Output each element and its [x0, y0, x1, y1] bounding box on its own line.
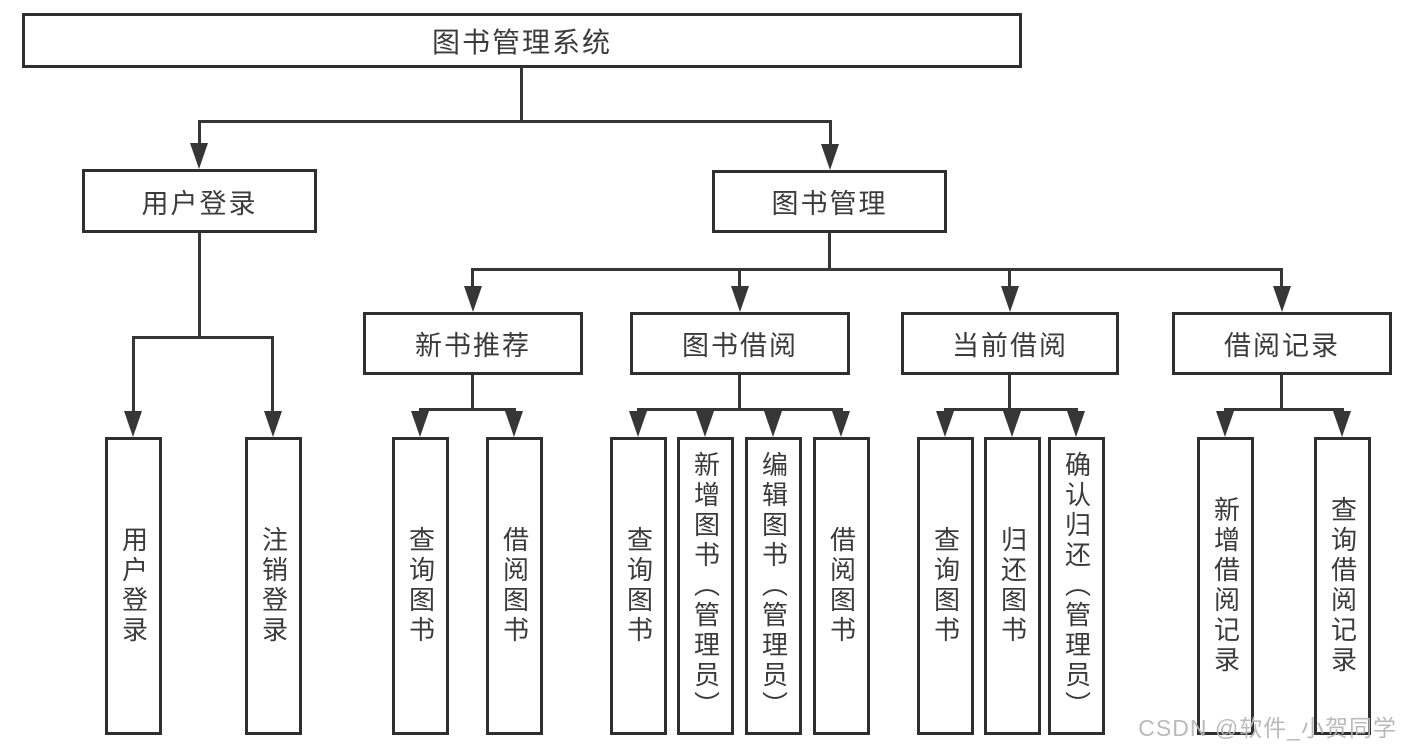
leaf-bb-add-books-admin: 新增图书（管理员） [677, 437, 734, 735]
connector-book-management-branch-line [471, 268, 1283, 271]
leaf-cb-confirm-return-admin: 确认归还（管理员） [1048, 437, 1105, 735]
csdn-watermark: CSDN @软件_小贺同学 [1138, 715, 1397, 741]
arrow-down-to-borrow-records-icon [1273, 286, 1291, 312]
connector-drop-book-management-line [829, 120, 832, 148]
node-user-login: 用户登录 [82, 169, 317, 233]
leaf-bb-add-books-admin-label: 新增图书（管理员） [690, 451, 721, 721]
node-book-management: 图书管理 [712, 170, 947, 233]
connector-borrow-records-branch-line [1224, 408, 1344, 411]
leaf-cb-return-books: 归还图书 [984, 437, 1041, 735]
leaf-rec-borrow-books: 借阅图书 [486, 437, 543, 735]
node-new-book-recommend-label: 新书推荐 [415, 331, 531, 361]
connector-user-login-branch-line [132, 336, 273, 339]
connector-drop-book-borrow-line [738, 268, 741, 290]
arrow-down-to-rec-borrow-icon [505, 411, 523, 437]
connector-new-book-branch-line [419, 408, 516, 411]
leaf-cb-return-books-label: 归还图书 [997, 526, 1028, 646]
connector-user-login-stem-line [198, 233, 201, 338]
connector-drop-borrow-records-line [1280, 268, 1283, 290]
node-user-login-label: 用户登录 [141, 188, 258, 219]
leaf-br-query-record: 查询借阅记录 [1314, 437, 1371, 735]
arrow-down-to-book-management-icon [821, 144, 839, 170]
node-new-book-recommend: 新书推荐 [363, 312, 583, 375]
connector-new-book-stem-line [471, 375, 474, 411]
arrow-down-to-br-query-icon [1333, 411, 1351, 437]
arrow-down-to-bb-borrow-icon [832, 411, 850, 437]
arrow-down-to-book-borrow-icon [731, 286, 749, 312]
arrow-down-to-br-add-icon [1216, 411, 1234, 437]
connector-drop-current-borrow-line [1008, 268, 1011, 290]
leaf-bb-edit-books-admin: 编辑图书（管理员） [745, 437, 802, 735]
arrow-down-to-rec-query-icon [411, 411, 429, 437]
leaf-bb-edit-books-admin-label: 编辑图书（管理员） [758, 451, 789, 721]
leaf-bb-query-books-label: 查询图书 [623, 526, 654, 646]
leaf-rec-query-books: 查询图书 [392, 437, 449, 735]
leaf-cb-confirm-return-admin-label: 确认归还（管理员） [1061, 451, 1092, 721]
node-current-borrow: 当前借阅 [901, 312, 1119, 375]
arrow-down-to-user-login-icon [190, 143, 208, 169]
arrow-down-to-bb-query-icon [629, 411, 647, 437]
connector-drop-new-book-line [471, 268, 474, 290]
arrow-down-to-cb-confirm-icon [1067, 411, 1085, 437]
leaf-cb-query-books: 查询图书 [917, 437, 974, 735]
leaf-br-add-record-label: 新增借阅记录 [1210, 496, 1241, 676]
connector-borrow-records-stem-line [1280, 375, 1283, 411]
leaf-user-login: 用户登录 [105, 437, 162, 735]
leaf-rec-borrow-books-label: 借阅图书 [499, 526, 530, 646]
connector-root-stem-line [520, 68, 523, 122]
node-root-label: 图书管理系统 [431, 26, 612, 58]
arrow-down-to-bb-add-icon [696, 411, 714, 437]
arrow-down-to-current-borrow-icon [1001, 286, 1019, 312]
connector-drop-logout-leaf-line [271, 336, 274, 415]
connector-book-borrow-stem-line [738, 375, 741, 411]
arrow-down-to-login-leaf-icon [124, 411, 142, 437]
connector-drop-user-login-line [198, 120, 201, 148]
arrow-down-to-cb-return-icon [1003, 411, 1021, 437]
node-book-borrow-label: 图书借阅 [682, 331, 798, 361]
node-borrow-records-label: 借阅记录 [1224, 331, 1340, 361]
connector-book-borrow-branch-line [637, 408, 843, 411]
leaf-logout-label: 注销登录 [258, 526, 289, 646]
leaf-br-query-record-label: 查询借阅记录 [1327, 496, 1358, 676]
arrow-down-to-cb-query-icon [936, 411, 954, 437]
leaf-rec-query-books-label: 查询图书 [405, 526, 436, 646]
connector-root-branch-line [198, 120, 832, 123]
connector-current-borrow-stem-line [1008, 375, 1011, 411]
leaf-bb-query-books: 查询图书 [610, 437, 667, 735]
connector-book-management-stem-line [828, 233, 831, 270]
leaf-bb-borrow-books-label: 借阅图书 [826, 526, 857, 646]
node-root-system: 图书管理系统 [22, 13, 1022, 68]
node-current-borrow-label: 当前借阅 [952, 331, 1068, 361]
node-book-borrow: 图书借阅 [630, 312, 850, 375]
leaf-bb-borrow-books: 借阅图书 [813, 437, 870, 735]
connector-drop-login-leaf-line [132, 336, 135, 415]
leaf-logout: 注销登录 [245, 437, 302, 735]
leaf-user-login-label: 用户登录 [118, 526, 149, 646]
arrow-down-to-bb-edit-icon [764, 411, 782, 437]
arrow-down-to-new-book-icon [464, 286, 482, 312]
node-borrow-records: 借阅记录 [1172, 312, 1392, 375]
arrow-down-to-logout-leaf-icon [264, 411, 282, 437]
leaf-br-add-record: 新增借阅记录 [1197, 437, 1254, 735]
node-book-management-label: 图书管理 [771, 189, 888, 219]
leaf-cb-query-books-label: 查询图书 [930, 526, 961, 646]
